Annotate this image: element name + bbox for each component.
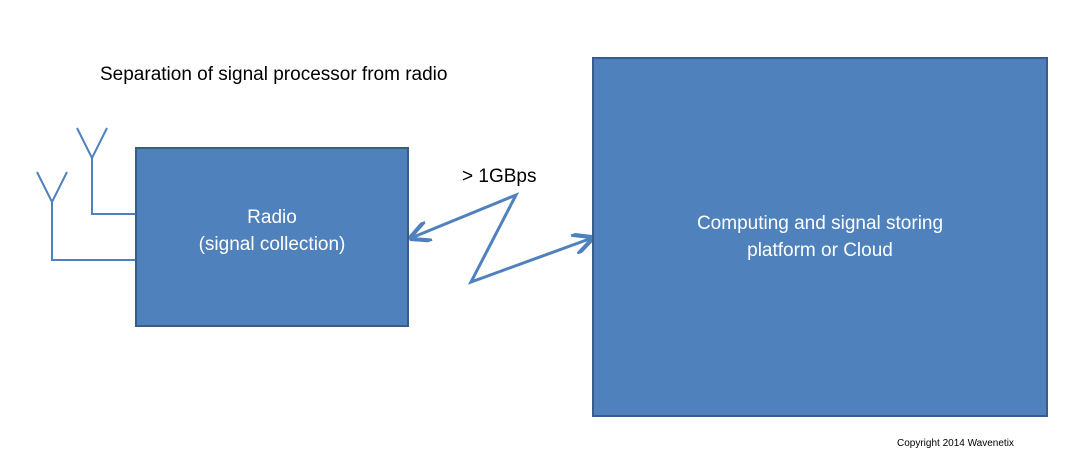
link-speed-label: > 1GBps xyxy=(462,166,537,187)
radio-box: Radio (signal collection) xyxy=(135,147,409,327)
antenna-prongs xyxy=(76,127,108,161)
antenna-icon xyxy=(36,171,136,261)
antenna-prongs xyxy=(36,171,68,205)
diagram-title: Separation of signal processor from radi… xyxy=(100,64,448,85)
antenna-feed-line xyxy=(91,158,136,215)
link-zigzag-arrow xyxy=(411,192,592,285)
antenna-icon xyxy=(76,127,136,215)
computing-label-line1: Computing and signal storing xyxy=(696,213,944,234)
radio-sublabel: (signal collection) xyxy=(198,234,346,255)
computing-platform-box: Computing and signal storing platform or… xyxy=(592,57,1048,417)
copyright-notice: Copyright 2014 Wavenetix xyxy=(897,438,1014,449)
computing-label-line2: platform or Cloud xyxy=(747,239,893,261)
antenna-feed-line xyxy=(51,202,136,261)
radio-label: Radio xyxy=(247,207,297,229)
